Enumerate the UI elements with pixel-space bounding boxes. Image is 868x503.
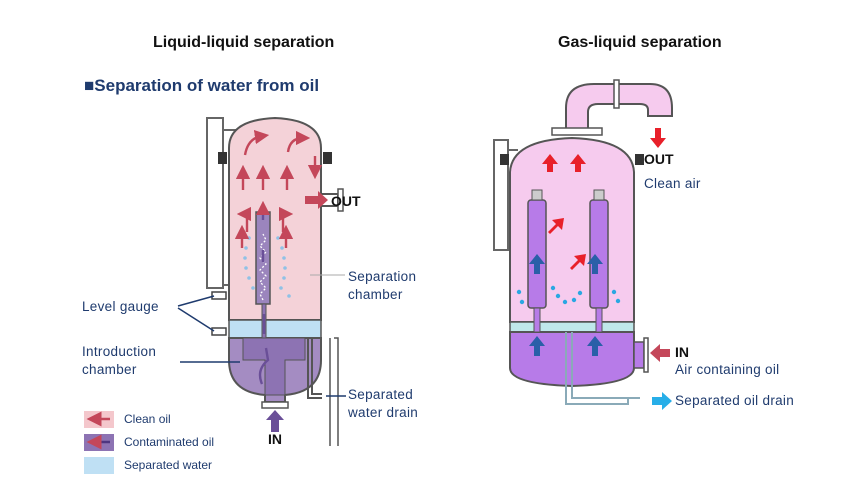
oil-droplets-right bbox=[516, 285, 621, 305]
section-marker: ■ bbox=[84, 76, 95, 95]
separation-chamber-label-2: chamber bbox=[348, 287, 403, 302]
liquid-vessel bbox=[177, 116, 346, 446]
vessel-side-rail bbox=[206, 117, 224, 289]
legend-swatches bbox=[84, 411, 114, 474]
oil-drain-pipe bbox=[565, 332, 640, 405]
air-in-arrow bbox=[650, 344, 670, 362]
separated-oil-drain-label: Separated oil drain bbox=[675, 393, 795, 408]
air-outlet-pipe bbox=[565, 83, 673, 135]
separated-water-layer bbox=[228, 319, 322, 339]
contaminated-oil-flow-arrows bbox=[255, 200, 271, 385]
separation-chamber-label-1: Separation bbox=[348, 269, 417, 284]
section-title-text: Separation of water from oil bbox=[94, 76, 320, 95]
water-drain-label-1: Separated bbox=[348, 387, 413, 402]
liquid-in-label: IN bbox=[268, 431, 282, 447]
air-out-arrow bbox=[650, 128, 666, 148]
gas-in-label: IN bbox=[675, 344, 689, 360]
legend-separated-water: Separated water bbox=[124, 458, 213, 472]
oil-drain-arrow bbox=[652, 392, 672, 410]
clean-air-label: Clean air bbox=[644, 176, 701, 191]
gas-out-label: OUT bbox=[644, 151, 674, 167]
gas-vessel bbox=[493, 79, 673, 410]
legend-clean-oil: Clean oil bbox=[124, 412, 171, 426]
air-in-flow-arrows bbox=[529, 254, 603, 356]
oil-out-arrow bbox=[305, 191, 328, 209]
introduction-chamber-label-2: chamber bbox=[82, 362, 137, 377]
water-drain-label-2: water drain bbox=[348, 405, 419, 420]
gas-heading: Gas-liquid separation bbox=[558, 34, 722, 51]
introduction-chamber-label-1: Introduction bbox=[82, 344, 157, 359]
legend-contaminated-oil: Contaminated oil bbox=[124, 435, 215, 449]
level-gauge-port-upper bbox=[211, 291, 227, 300]
clean-oil-flow-arrows bbox=[234, 129, 323, 248]
filter-element-right bbox=[589, 199, 609, 309]
level-gauge-label: Level gauge bbox=[82, 299, 159, 314]
level-gauge-leader bbox=[177, 295, 215, 332]
section-title: ■Separation of water from oil bbox=[84, 76, 319, 96]
clean-air-flow-arrows bbox=[542, 128, 666, 270]
separation-chamber-area bbox=[228, 116, 322, 321]
level-gauge-port-lower bbox=[211, 327, 227, 336]
water-droplets-left bbox=[243, 236, 291, 298]
liquid-heading: Liquid-liquid separation bbox=[153, 34, 335, 51]
oil-in-arrow bbox=[266, 410, 284, 432]
air-containing-oil-label: Air containing oil bbox=[675, 362, 780, 377]
liquid-out-label: OUT bbox=[331, 193, 361, 209]
